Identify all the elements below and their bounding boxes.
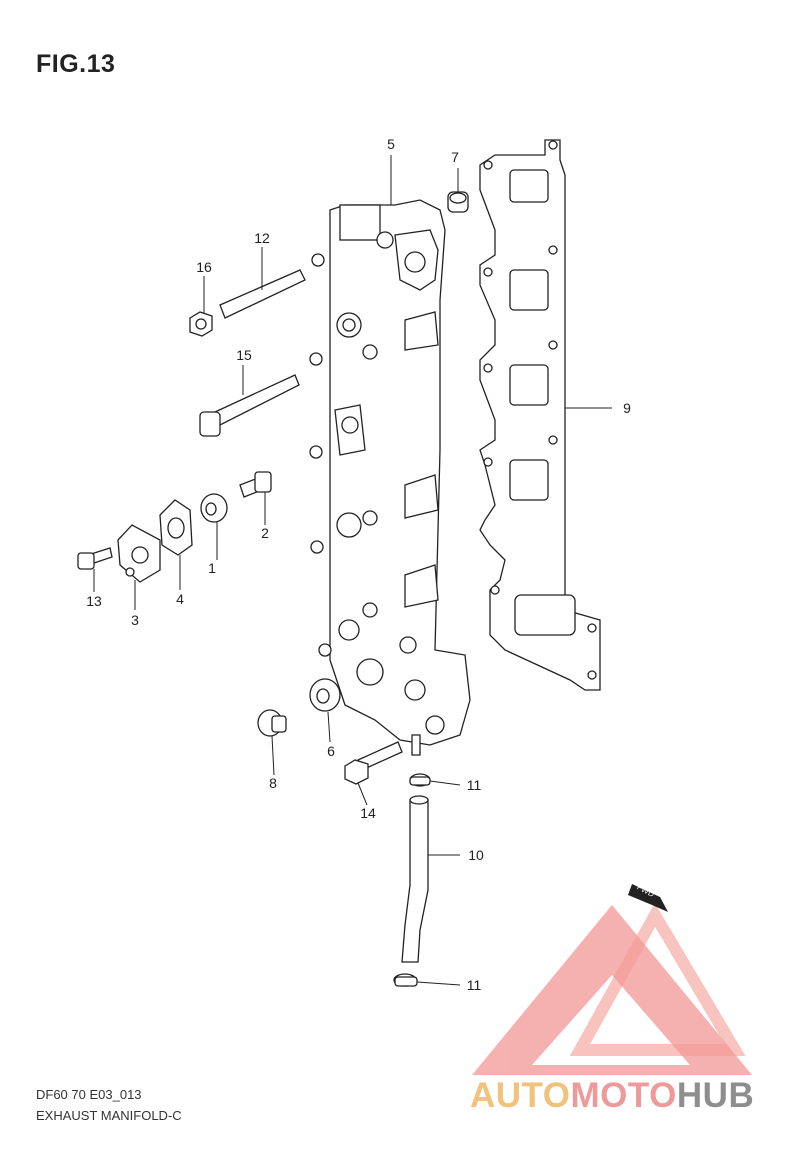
callout-1: 1 bbox=[208, 560, 216, 576]
callout-8: 8 bbox=[269, 775, 277, 791]
callout-4: 4 bbox=[176, 591, 184, 607]
plug-part-7 bbox=[447, 191, 469, 213]
bolt-part-15 bbox=[199, 374, 300, 437]
callout-labels: 1 2 3 4 5 6 7 8 9 10 11 11 12 13 14 15 1… bbox=[86, 136, 631, 993]
callout-10: 10 bbox=[468, 847, 484, 863]
watermark-logo bbox=[472, 902, 752, 1075]
figure-title: FIG.13 bbox=[36, 50, 116, 78]
bolt-part-2 bbox=[239, 471, 272, 498]
callout-16: 16 bbox=[196, 259, 212, 275]
brand-part-auto: AUTO bbox=[470, 1076, 571, 1115]
clamp-part-11-lower bbox=[393, 973, 418, 987]
callout-3: 3 bbox=[131, 612, 139, 628]
callout-9: 9 bbox=[623, 400, 631, 416]
brand-part-moto: MOTO bbox=[570, 1076, 677, 1115]
washer-part-6 bbox=[309, 678, 341, 712]
nut-part-16 bbox=[189, 311, 213, 337]
leader-lines bbox=[93, 155, 612, 986]
gasket-part-4 bbox=[159, 499, 193, 556]
callout-15: 15 bbox=[236, 347, 252, 363]
watermark-brand: AUTOMOTOHUB bbox=[470, 1076, 754, 1116]
washer-part-1 bbox=[200, 493, 228, 523]
gasket-part-9 bbox=[479, 139, 601, 691]
callout-11-upper: 11 bbox=[467, 777, 482, 793]
hose-part-10 bbox=[401, 795, 429, 963]
clamp-part-11-upper bbox=[409, 773, 431, 787]
callout-5: 5 bbox=[387, 136, 395, 152]
figure-code: DF60 70 E03_013 bbox=[36, 1087, 142, 1102]
bolt-part-13 bbox=[77, 547, 113, 570]
flange-part-3 bbox=[117, 524, 161, 583]
stud-part-12 bbox=[219, 269, 306, 319]
manifold-part-5 bbox=[309, 199, 471, 746]
callout-2: 2 bbox=[261, 525, 269, 541]
callout-13: 13 bbox=[86, 593, 102, 609]
callout-6: 6 bbox=[327, 743, 335, 759]
plug-part-8 bbox=[257, 709, 287, 737]
bolt-part-14 bbox=[344, 741, 403, 785]
brand-part-hub: HUB bbox=[676, 1076, 755, 1115]
callout-12: 12 bbox=[254, 230, 270, 246]
fwd-arrow-icon: FWD bbox=[628, 882, 668, 912]
callout-7: 7 bbox=[451, 149, 459, 165]
callout-11-lower: 11 bbox=[467, 977, 482, 993]
figure-name: EXHAUST MANIFOLD-C bbox=[36, 1108, 182, 1123]
callout-14: 14 bbox=[360, 805, 376, 821]
